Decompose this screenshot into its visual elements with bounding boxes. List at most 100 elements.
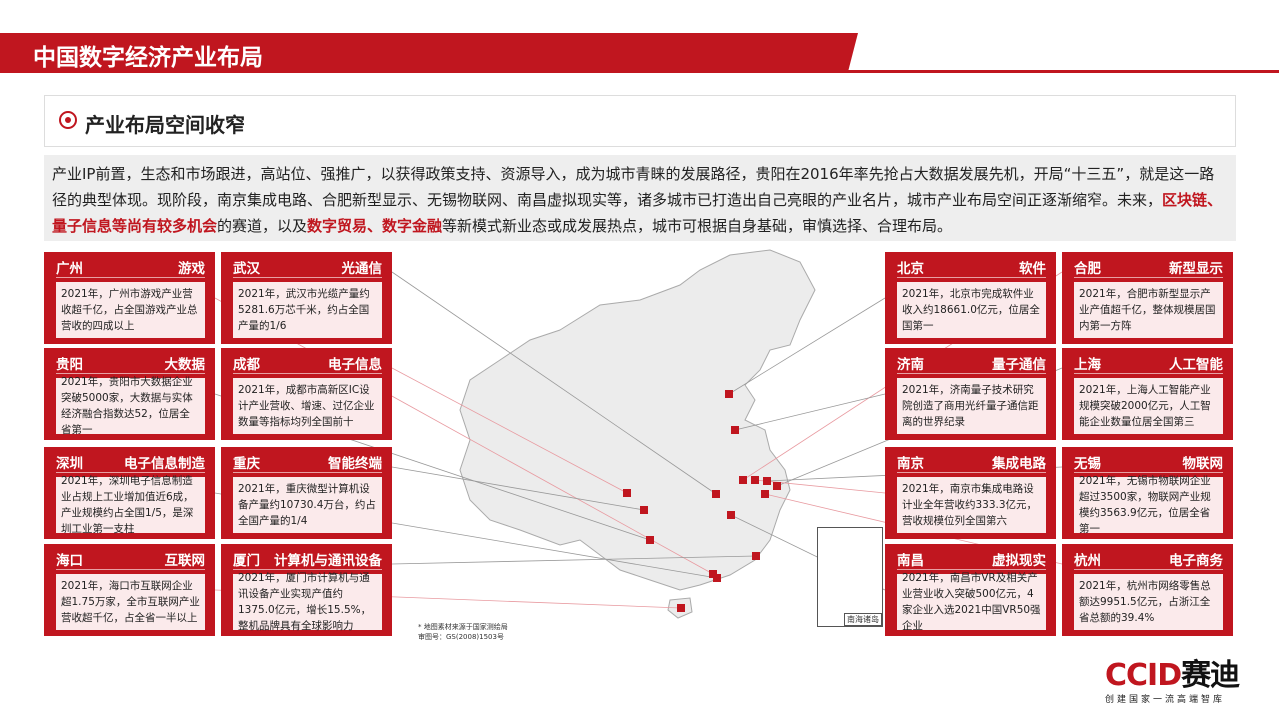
card-city: 南昌 <box>897 552 924 569</box>
card-header: 武汉 光通信 <box>233 256 382 278</box>
city-marker <box>677 604 685 612</box>
card-body: 2021年，无锡市物联网企业超过3500家，物联网产业规模约3563.9亿元，位… <box>1074 475 1223 535</box>
card-header: 杭州 电子商务 <box>1074 548 1223 570</box>
summary-paragraph: 产业IP前置，生态和市场跟进，高站位、强推广，以获得政策支持、资源导入，成为城市… <box>44 155 1236 241</box>
card-text: 2021年，杭州市网络零售总额达9951.5亿元，占浙江全省总额的39.4% <box>1079 580 1211 624</box>
card-body: 2021年，北京市完成软件业收入约18661.0亿元，位居全国第一 <box>897 282 1046 338</box>
city-marker <box>646 536 654 544</box>
card-header: 成都电子信息 <box>233 352 382 374</box>
card-header: 南京集成电路 <box>897 451 1046 473</box>
header-bar <box>0 33 858 73</box>
card-body: 2021年，南京市集成电路设计业全年营收约333.3亿元，营收规模位列全国第六 <box>897 477 1046 533</box>
card-industry: 电子商务 <box>1169 552 1223 569</box>
card-header: 广州游戏 <box>56 256 205 278</box>
industry-card: 武汉 光通信 2021年，武汉市光缆产量约5281.6万芯千米，约占全国产量的1/6 <box>221 252 392 344</box>
card-city: 深圳 <box>56 455 83 472</box>
card-text: 2021年，上海人工智能产业规模突破2000亿元，人工智能企业数量位居全国第三 <box>1079 384 1211 428</box>
card-body: 2021年，广州市游戏产业营收超千亿，占全国游戏产业总营收的四成以上 <box>56 282 205 338</box>
card-city: 海口 <box>56 552 83 569</box>
industry-card: 无锡 物联网 2021年，无锡市物联网企业超过3500家，物联网产业规模约3563.… <box>1062 447 1233 539</box>
connector-line <box>391 271 717 495</box>
city-marker <box>761 490 769 498</box>
city-marker <box>731 426 739 434</box>
card-city: 重庆 <box>233 455 260 472</box>
industry-card: 南京集成电路 2021年，南京市集成电路设计业全年营收约333.3亿元，营收规模位… <box>885 447 1056 539</box>
connector-line <box>734 393 886 431</box>
card-header: 重庆 智能终端 <box>233 451 382 473</box>
card-city: 厦门 <box>233 552 260 569</box>
card-text: 2021年，重庆微型计算机设备产量约10730.4万台，约占全国产量的1/4 <box>238 483 376 527</box>
ccid-logo: CCID赛迪 创建国家一流高端智库 <box>1105 650 1240 705</box>
para-text: 等新模式新业态或成发展热点，城市可根据自身基础，审慎选择、合理布局。 <box>442 217 953 235</box>
connector-line <box>728 297 886 395</box>
industry-card: 杭州 电子商务 2021年，杭州市网络零售总额达9951.5亿元，占浙江全省总额的3… <box>1062 544 1233 636</box>
card-text: 2021年，武汉市光缆产量约5281.6万芯千米，约占全国产量的1/6 <box>238 288 370 332</box>
card-city: 广州 <box>56 260 83 277</box>
card-header: 无锡 物联网 <box>1074 451 1223 473</box>
card-city: 杭州 <box>1074 552 1101 569</box>
south-sea-inset: 南海诸岛 <box>817 527 883 627</box>
card-city: 贵阳 <box>56 356 83 373</box>
card-body: 2021年，济南量子技术研究院创造了商用光纤量子通信距离的世界纪录 <box>897 378 1046 434</box>
card-city: 合肥 <box>1074 260 1101 277</box>
card-body: 2021年，厦门市计算机与通讯设备产业实现产值约1375.0亿元，增长15.5%… <box>233 572 382 632</box>
card-industry: 光通信 <box>341 260 383 277</box>
city-marker <box>725 390 733 398</box>
map-outline <box>459 249 816 591</box>
card-header: 济南量子通信 <box>897 352 1046 374</box>
logo-slogan: 创建国家一流高端智库 <box>1105 695 1226 705</box>
industry-card: 重庆 智能终端 2021年，重庆微型计算机设备产量约10730.4万台，约占全国产量… <box>221 447 392 539</box>
card-text: 2021年，无锡市物联网企业超过3500家，物联网产业规模约3563.9亿元，位… <box>1079 475 1211 535</box>
card-body: 2021年，杭州市网络零售总额达9951.5亿元，占浙江全省总额的39.4% <box>1074 574 1223 630</box>
para-highlight: 区块链、量子信息等尚有较多机会 <box>52 191 1223 235</box>
card-body: 2021年，南昌市VR及相关产业营业收入突破500亿元，4家企业入选2021中国… <box>897 572 1046 632</box>
card-body: 2021年，成都市高新区IC设计产业营收、增速、过亿企业数量等指标均列全国前十 <box>233 378 382 434</box>
city-marker <box>713 574 721 582</box>
card-industry: 新型显示 <box>1169 260 1223 277</box>
logo-brand-cn: 赛迪 <box>1181 658 1240 693</box>
card-industry: 计算机与通讯设备 <box>274 552 382 569</box>
card-header: 南昌虚拟现实 <box>897 548 1046 570</box>
industry-card: 广州游戏 2021年，广州市游戏产业营收超千亿，占全国游戏产业总营收的四成以上 <box>44 252 215 344</box>
card-industry: 智能终端 <box>328 455 382 472</box>
map-source-note: * 地图素材来源于国家测绘局审图号：GS(2008)1503号 <box>418 622 508 642</box>
connector-line <box>214 297 714 575</box>
card-industry: 物联网 <box>1182 455 1224 472</box>
card-industry: 量子通信 <box>992 356 1046 373</box>
card-text: 2021年，济南量子技术研究院创造了商用光纤量子通信距离的世界纪录 <box>902 384 1039 428</box>
para-highlight: 数字贸易、数字金融 <box>307 217 443 235</box>
city-marker <box>712 490 720 498</box>
card-text: 2021年，成都市高新区IC设计产业营收、增速、过亿企业数量等指标均列全国前十 <box>238 384 375 428</box>
card-body: 2021年，上海人工智能产业规模突破2000亿元，人工智能企业数量位居全国第三 <box>1074 378 1223 434</box>
card-text: 2021年，南京市集成电路设计业全年营收约333.3亿元，营收规模位列全国第六 <box>902 483 1038 527</box>
note-line: * 地图素材来源于国家测绘局 <box>418 623 508 631</box>
header-line <box>0 70 1279 73</box>
industry-card: 贵阳 大数据 2021年，贵阳市大数据企业突破5000家，大数据与实体经济融合指数达… <box>44 348 215 440</box>
connector-line <box>391 555 757 565</box>
inset-label: 南海诸岛 <box>844 613 882 626</box>
card-text: 2021年，合肥市新型显示产业产值超千亿，整体规模居国内第一方阵 <box>1079 288 1216 332</box>
card-header: 深圳电子信息制造 <box>56 451 205 473</box>
card-body: 2021年，贵阳市大数据企业突破5000家，大数据与实体经济融合指数达52，位居… <box>56 376 205 436</box>
section-header: 产业布局空间收窄 <box>44 95 1236 147</box>
industry-card: 厦门计算机与通讯设备 2021年，厦门市计算机与通讯设备产业实现产值约1375.0… <box>221 544 392 636</box>
card-body: 2021年，海口市互联网企业超1.75万家，全市互联网产业营收超千亿，占全省一半… <box>56 574 205 630</box>
card-city: 无锡 <box>1074 455 1101 472</box>
city-marker <box>751 476 759 484</box>
card-city: 武汉 <box>233 260 260 277</box>
city-marker <box>640 506 648 514</box>
card-text: 2021年，广州市游戏产业营收超千亿，占全国游戏产业总营收的四成以上 <box>61 288 198 332</box>
para-text: 的赛道，以及 <box>217 217 308 235</box>
city-marker <box>739 476 747 484</box>
card-industry: 大数据 <box>164 356 206 373</box>
card-industry: 人工智能 <box>1169 356 1223 373</box>
connector-line <box>391 367 628 494</box>
card-industry: 集成电路 <box>992 455 1046 472</box>
card-body: 2021年，武汉市光缆产量约5281.6万芯千米，约占全国产量的1/6 <box>233 282 382 338</box>
card-city: 成都 <box>233 356 260 373</box>
